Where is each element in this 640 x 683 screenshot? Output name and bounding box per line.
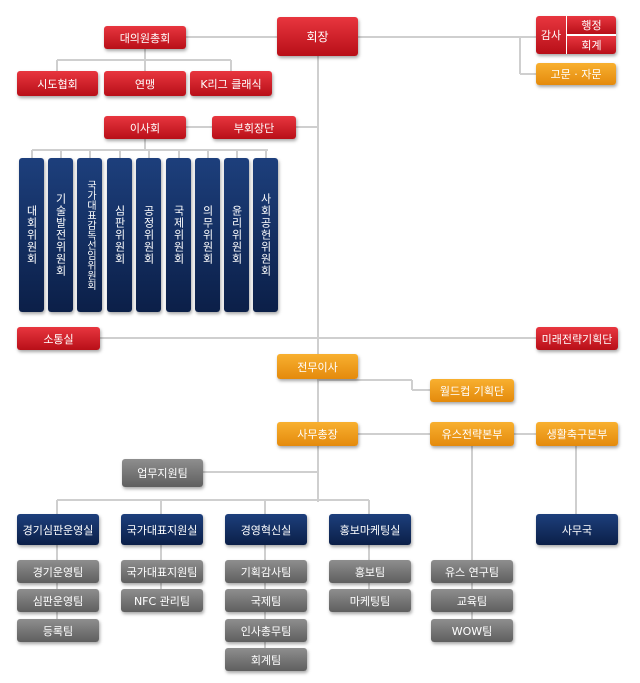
team-education: 교육팀 — [431, 589, 513, 612]
assembly-member-provincial: 시도협회 — [17, 71, 98, 96]
committee-technical: 기술발전위원회 — [48, 158, 73, 312]
assembly-member-kleague: K리그 클래식 — [190, 71, 272, 96]
audit-box: 감사 행정 회계 — [536, 16, 616, 54]
future-strategy-box: 미래전략기획단 — [536, 327, 618, 350]
audit-accounting: 회계 — [567, 36, 616, 54]
assembly-member-federation: 연맹 — [104, 71, 186, 96]
team-international: 국제팀 — [225, 589, 307, 612]
office-pr-marketing: 홍보마케팅실 — [329, 514, 411, 545]
team-planning-audit: 기획감사팀 — [225, 560, 307, 583]
assembly-box: 대의원총회 — [104, 26, 186, 49]
team-nfc: NFC 관리팀 — [121, 589, 203, 612]
worldcup-planning-box: 월드컵 기획단 — [430, 379, 514, 402]
business-support-box: 업무지원팀 — [122, 459, 203, 487]
team-referee-ops: 심판운영팀 — [17, 589, 99, 612]
vice-chairs-box: 부회장단 — [212, 116, 296, 139]
committee-coach-selection: 국가대표감독선임위원회 — [77, 158, 102, 312]
committee-medical: 의무위원회 — [195, 158, 220, 312]
audit-admin: 행정 — [567, 16, 616, 34]
audit-label: 감사 — [536, 16, 566, 54]
team-registration: 등록팀 — [17, 619, 99, 642]
grassroots-office-box: 사무국 — [536, 514, 618, 545]
team-pr: 홍보팀 — [329, 560, 411, 583]
secretary-general-box: 사무총장 — [277, 422, 358, 446]
team-national-support: 국가대표지원팀 — [121, 560, 203, 583]
committee-international: 국제위원회 — [166, 158, 191, 312]
board-box: 이사회 — [104, 116, 186, 139]
team-youth-research: 유스 연구팀 — [431, 560, 513, 583]
office-management: 경영혁신실 — [225, 514, 307, 545]
team-accounting: 회계팀 — [225, 648, 307, 671]
chairman-box: 회장 — [277, 17, 358, 56]
team-hr-admin: 인사총무팀 — [225, 619, 307, 642]
grassroots-box: 생활축구본부 — [536, 422, 618, 446]
team-marketing: 마케팅팀 — [329, 589, 411, 612]
committee-social: 사회공헌위원회 — [253, 158, 278, 312]
committee-fairness: 공정위원회 — [136, 158, 161, 312]
committee-referee: 심판위원회 — [107, 158, 132, 312]
committee-ethics: 윤리위원회 — [224, 158, 249, 312]
managing-director-box: 전무이사 — [277, 354, 358, 379]
office-match-referee: 경기심판운영실 — [17, 514, 99, 545]
youth-strategy-box: 유스전략본부 — [430, 422, 514, 446]
advisor-box: 고문 · 자문 — [536, 63, 616, 85]
team-wow: WOW팀 — [431, 619, 513, 642]
communication-box: 소통실 — [17, 327, 100, 350]
team-match-ops: 경기운영팀 — [17, 560, 99, 583]
office-national-team: 국가대표지원실 — [121, 514, 203, 545]
committee-competition: 대회위원회 — [19, 158, 44, 312]
